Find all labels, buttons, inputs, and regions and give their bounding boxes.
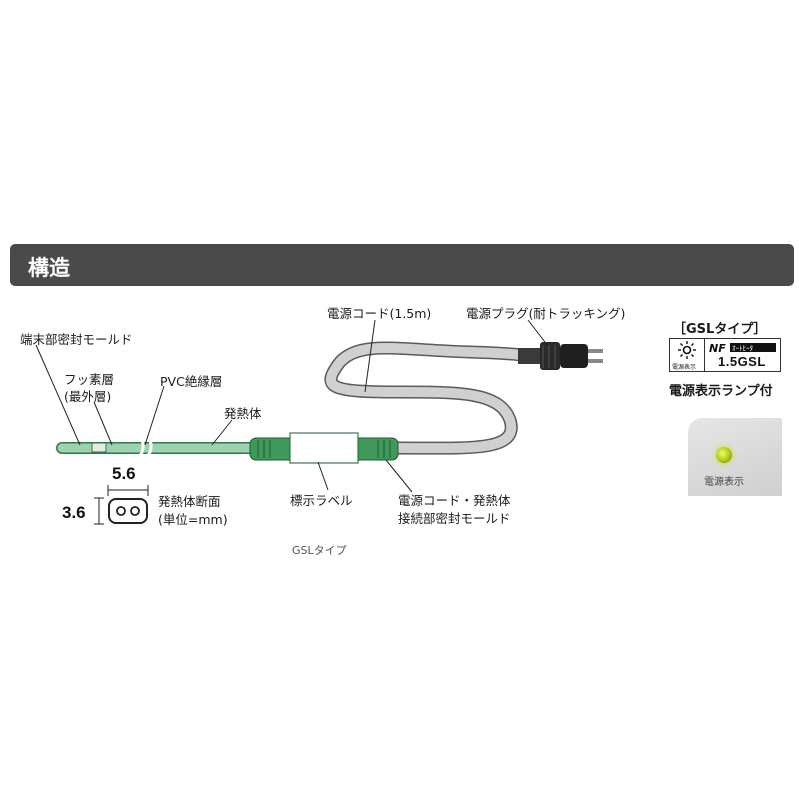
label-joint-mold: 電源コード・発熱体	[398, 493, 511, 508]
figure-caption: GSLタイプ	[292, 544, 347, 557]
section-title: 構造	[28, 256, 70, 280]
lamp-photo-text: 電源表示	[704, 477, 744, 488]
cross-section-shape	[94, 485, 149, 525]
nf-logo: NF ｵｰﾄﾋｰﾀ	[708, 341, 778, 354]
section-header: 構造	[10, 244, 794, 286]
dimension-width: 5.6	[112, 464, 136, 483]
label-heater: 発熱体	[224, 406, 262, 421]
label-power-cord: 電源コード(1.5m)	[327, 306, 432, 321]
gsl-title: ［GSLタイプ］	[673, 322, 767, 337]
cross-section-unit: (単位=mm)	[158, 512, 228, 527]
label-end-mold: 端末部密封モールド	[20, 332, 133, 347]
gsl-badge: 電源表示 NF ｵｰﾄﾋｰﾀ 1.5GSL	[669, 338, 781, 372]
cross-section-caption: 発熱体断面	[158, 494, 221, 509]
badge-divider	[704, 339, 705, 371]
joint-mold	[249, 432, 399, 464]
label-fluoro-layer: フッ素層	[64, 372, 115, 387]
label-fluoro-layer-sub: (最外層)	[64, 389, 112, 404]
svg-text:ｵｰﾄﾋｰﾀ: ｵｰﾄﾋｰﾀ	[732, 345, 753, 353]
lamp-indicator	[716, 447, 732, 463]
badge-model: 1.5GSL	[718, 354, 766, 369]
svg-text:NF: NF	[709, 342, 726, 354]
leader-lines	[35, 319, 549, 493]
lamp-caption: 電源表示ランプ付	[669, 384, 773, 399]
power-plug	[518, 342, 603, 370]
label-indicator: 標示ラベル	[290, 493, 353, 508]
badge-sub-label: 電源表示	[672, 364, 697, 371]
heater-tape	[56, 439, 256, 457]
label-joint-mold-sub: 接続部密封モールド	[398, 511, 511, 526]
sun-icon	[678, 341, 696, 359]
label-pvc-layer: PVC絶縁層	[160, 374, 223, 389]
lamp-photo: 電源表示	[688, 418, 782, 496]
dimension-height: 3.6	[62, 503, 86, 522]
label-power-plug: 電源プラグ(耐トラッキング)	[466, 306, 626, 321]
